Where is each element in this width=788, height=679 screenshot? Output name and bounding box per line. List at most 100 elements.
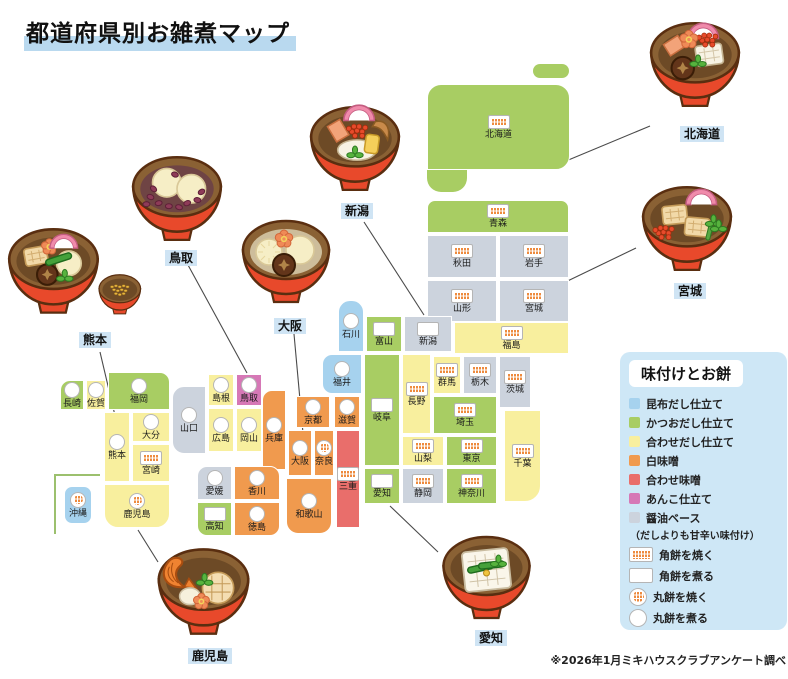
prefecture-label: 大阪 [290,456,309,467]
prefecture-shimane: 島根 [208,374,234,406]
ozoni-bowl-hokkaido [644,12,746,114]
ozoni-bowl-miyagi [633,176,741,278]
ozoni-bowl-osaka [233,210,339,310]
prefecture-label: 静岡 [413,488,432,499]
prefecture-label: 群馬 [437,377,456,388]
prefecture-label: 鹿児島 [123,509,151,520]
mochi-icon-square-grilled [487,114,510,129]
prefecture-label: 岡山 [239,433,258,444]
prefecture-gunma: 群馬 [433,356,461,394]
prefecture-shizuoka: 静岡 [402,468,444,504]
color-chip-anko [629,493,640,504]
legend-seasoning-label: 合わせ味噌 [646,473,701,487]
prefecture-toyama: 富山 [366,316,402,352]
legend-mochi-item: 丸餅を煮る [629,607,783,628]
mochi-icon-round-grilled [316,439,332,456]
ozoni-bowl-aichi [435,526,538,626]
bowl-label-osaka: 大阪 [273,318,307,335]
prefecture-shiga: 滋賀 [334,396,360,428]
mochi-icon-square-boiled [373,321,395,336]
ozoni-bowl-illustration [309,104,401,191]
mochi-icon-round-grilled [70,491,86,508]
prefecture-osaka: 大阪 [288,430,312,476]
mochi-icon-square-grilled [504,369,526,384]
legend-panel: 味付けとお餅 昆布だし仕立てかつおだし仕立て合わせだし仕立て白味噌合わせ味噌あん… [620,352,787,630]
mochi-icon-round-boiled [343,312,359,329]
legend-mochi-item: 角餅を煮る [629,565,783,586]
mochi-icon-square-grilled [523,288,545,303]
color-chip-kombu [629,398,640,409]
bowl-label-niigata: 新潟 [340,203,374,220]
color-chip-awasedashi [629,436,640,447]
prefecture-kochi: 高知 [197,502,232,536]
prefecture-label: 秋田 [452,259,471,269]
prefecture-wakayama: 和歌山 [286,478,332,534]
prefecture-label: 新潟 [418,336,437,347]
legend-seasoning-item: 醤油ベース [629,508,783,527]
prefecture-kagoshima: 鹿児島 [104,484,170,528]
survey-source-note: ※2026年1月ミキハウスクラブアンケート調べ [550,654,786,667]
connector-line [363,221,425,316]
prefecture-akita: 秋田 [427,235,497,278]
prefecture-kanagawa: 神奈川 [446,468,497,504]
prefecture-tokushima: 徳島 [234,502,280,536]
prefecture-label: 滋賀 [337,415,356,426]
prefecture-label: 岐阜 [372,412,391,423]
mochi-icon-round-boiled [88,381,104,398]
prefecture-label: 福井 [332,377,351,388]
prefecture-okinawa: 沖縄 [64,486,92,524]
mochi-icon-round-grilled [129,492,145,509]
mochi-icon-round-boiled [213,376,229,393]
bowl-label-hokkaido: 北海道 [679,126,725,143]
prefecture-label: 福岡 [129,394,148,405]
mochi-icon-square-boiled [371,397,393,412]
bowl-label-miyagi: 宮城 [673,283,707,300]
prefecture-mie: 三重 [336,430,360,528]
prefecture-tokyo: 東京 [446,436,497,466]
prefecture-label: 徳島 [247,522,266,533]
legend-mochi-list: 角餅を焼く角餅を煮る丸餅を焼く丸餅を煮る [629,544,783,628]
prefecture-oita: 大分 [132,412,170,442]
legend-mochi-label: 角餅を煮る [659,569,714,583]
mochi-icon-square-grilled [436,362,458,377]
prefecture-label: 東京 [462,453,481,464]
legend-seasoning-label: かつおだし仕立て [646,416,734,430]
prefecture-miyazaki: 宮崎 [132,444,170,482]
mochi-icon-square-grilled [337,466,359,481]
prefecture-label: 沖縄 [68,508,87,519]
mochi-icon-square-grilled [451,244,473,258]
page-title: 都道府県別お雑煮マップ [24,14,296,51]
mochi-icon-square-grilled [140,450,162,465]
prefecture-label: 広島 [211,433,230,444]
mochi-icon-round-boiled [301,492,317,509]
prefecture-label: 長野 [407,396,426,407]
mochi-icon-round-boiled [206,469,223,486]
mochi-icon-square-grilled [460,473,483,488]
prefecture-ibaraki: 茨城 [499,356,531,408]
prefecture-kumamoto: 熊本 [104,412,130,482]
mochi-icon-square-boiled [417,321,439,336]
prefecture-label: 山梨 [413,453,432,464]
prefecture-kyoto: 京都 [296,396,330,428]
ozoni-bowl-illustration [442,535,531,620]
prefecture-label: 宮崎 [141,465,160,476]
mochi-icon-round-boiled [266,416,282,433]
color-chip-katsuo [629,417,640,428]
prefecture-label: 佐賀 [87,398,106,409]
prefecture-label: 神奈川 [457,488,485,499]
prefecture-label: 愛媛 [205,486,224,497]
mochi-icon-square-grilled [500,325,523,340]
legend-mochi-item: 角餅を焼く [629,544,783,565]
legend-title: 味付けとお餅 [629,360,744,387]
prefecture-label: 栃木 [470,377,489,388]
legend-seasoning-item: 合わせ味噌 [629,470,783,489]
prefecture-chiba: 千葉 [504,410,541,502]
legend-seasoning-item: 白味噌 [629,451,783,470]
mochi-icon-round-boiled [241,376,257,393]
prefecture-nagano: 長野 [402,354,431,434]
mochi-icon-round-boiled [131,377,147,394]
prefecture-nara: 奈良 [314,430,334,476]
prefecture-saga: 佐賀 [86,380,106,410]
legend-seasoning-note: （だしよりも甘辛い味付け） [630,531,760,542]
